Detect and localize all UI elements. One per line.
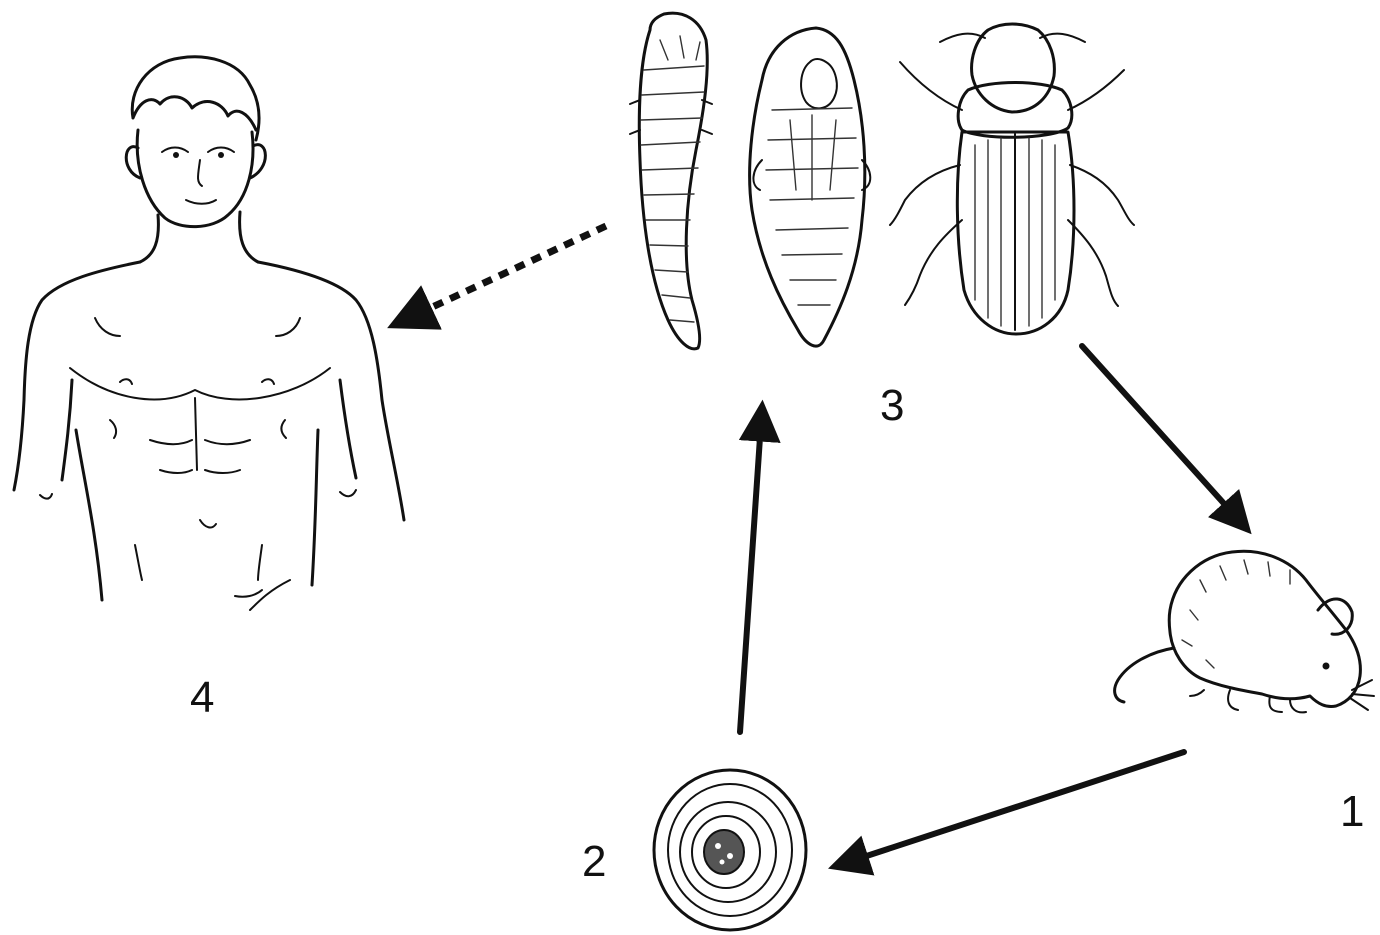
- arrow-egg-to-insects: [740, 408, 762, 732]
- egg-drawing: [654, 770, 806, 930]
- label-insects: 3: [880, 381, 904, 430]
- pupa-drawing: [750, 28, 871, 346]
- beetle-drawing: [890, 24, 1134, 334]
- human-torso-figure: [14, 57, 404, 610]
- arrow-beetle-to-rat: [1082, 346, 1246, 528]
- label-rat: 1: [1340, 787, 1364, 836]
- rat-eye: [1323, 663, 1330, 670]
- larva-drawing: [630, 13, 712, 349]
- arrow-rat-to-egg: [836, 752, 1184, 866]
- rat-drawing: [1115, 551, 1374, 712]
- arrow-insects-to-human-dotted: [396, 226, 606, 324]
- label-egg: 2: [582, 837, 606, 886]
- label-human: 4: [190, 673, 214, 722]
- human-left-eye: [173, 152, 179, 158]
- human-right-eye: [218, 152, 224, 158]
